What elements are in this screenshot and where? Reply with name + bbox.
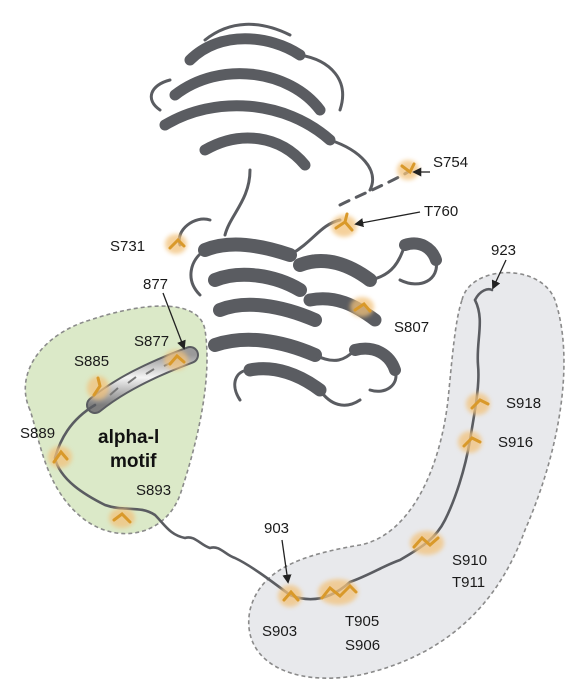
label-s885: S885 — [74, 353, 109, 370]
c-lobe-helix-7 — [243, 362, 327, 397]
activation-loop-dashes — [338, 170, 410, 207]
phosphosite-s889 — [48, 446, 72, 468]
marker-923: 923 — [491, 242, 516, 259]
phosphosite-s903 — [278, 585, 302, 607]
kinase-domain-ribbon — [149, 22, 442, 407]
label-s903: S903 — [262, 623, 297, 640]
arrow-923 — [491, 259, 507, 290]
c-lobe-helix-8 — [349, 342, 401, 376]
phosphosite-t760 — [331, 212, 357, 237]
phosphosite-s754 — [397, 160, 419, 180]
label-s918: S918 — [506, 395, 541, 412]
c-lobe-helix-6 — [303, 292, 382, 327]
label-t760: T760 — [424, 203, 458, 220]
label-s807: S807 — [394, 319, 429, 336]
label-s754: S754 — [433, 154, 468, 171]
label-s893: S893 — [136, 482, 171, 499]
label-s906: S906 — [345, 637, 380, 654]
phosphosite-s807 — [350, 297, 374, 317]
label-t911: T911 — [452, 574, 485, 591]
c-lobe-helix-2 — [208, 267, 307, 297]
n-lobe-beta-sheet — [159, 33, 336, 171]
label-s916: S916 — [498, 434, 533, 451]
n-lobe-loops — [149, 22, 375, 237]
label-s889: S889 — [20, 425, 55, 442]
arrow-t760 — [354, 211, 421, 228]
label-s731: S731 — [110, 238, 145, 255]
motif-label-line-1: alpha-l — [98, 427, 159, 448]
phosphosite-s916 — [458, 431, 482, 453]
phosphosite-s877 — [164, 350, 188, 370]
disordered-tail-region — [247, 271, 565, 679]
marker-903: 903 — [264, 520, 289, 537]
position-markers: 877 923 903 — [143, 242, 516, 537]
c-lobe-helix-1 — [198, 237, 297, 262]
label-s910: S910 — [452, 552, 487, 569]
pointer-arrows — [162, 167, 507, 584]
c-lobe-loops — [177, 217, 438, 407]
c-lobe-helix-5 — [293, 254, 377, 287]
phosphosite-s885 — [87, 376, 109, 400]
phosphosite-t905-s906 — [318, 579, 358, 605]
c-lobe-helix-3 — [213, 297, 322, 327]
phosphosite-s918 — [466, 393, 490, 415]
phosphosite-s893 — [109, 508, 135, 528]
arrow-903 — [281, 539, 292, 584]
label-t905: T905 — [345, 613, 379, 630]
marker-877: 877 — [143, 276, 168, 293]
c-lobe-helix-9 — [399, 237, 442, 266]
phosphosite-s731 — [165, 234, 187, 254]
phosphosite-s910-t911 — [410, 531, 444, 555]
motif-label-line-2: motif — [110, 451, 157, 472]
label-s877: S877 — [134, 333, 169, 350]
alpha-l-motif-region — [24, 305, 208, 535]
arrow-877 — [162, 292, 186, 350]
residue-labels: S754 T760 S731 S807 S877 S885 S889 S893 … — [20, 154, 541, 654]
c-lobe-helix-4 — [208, 332, 322, 362]
